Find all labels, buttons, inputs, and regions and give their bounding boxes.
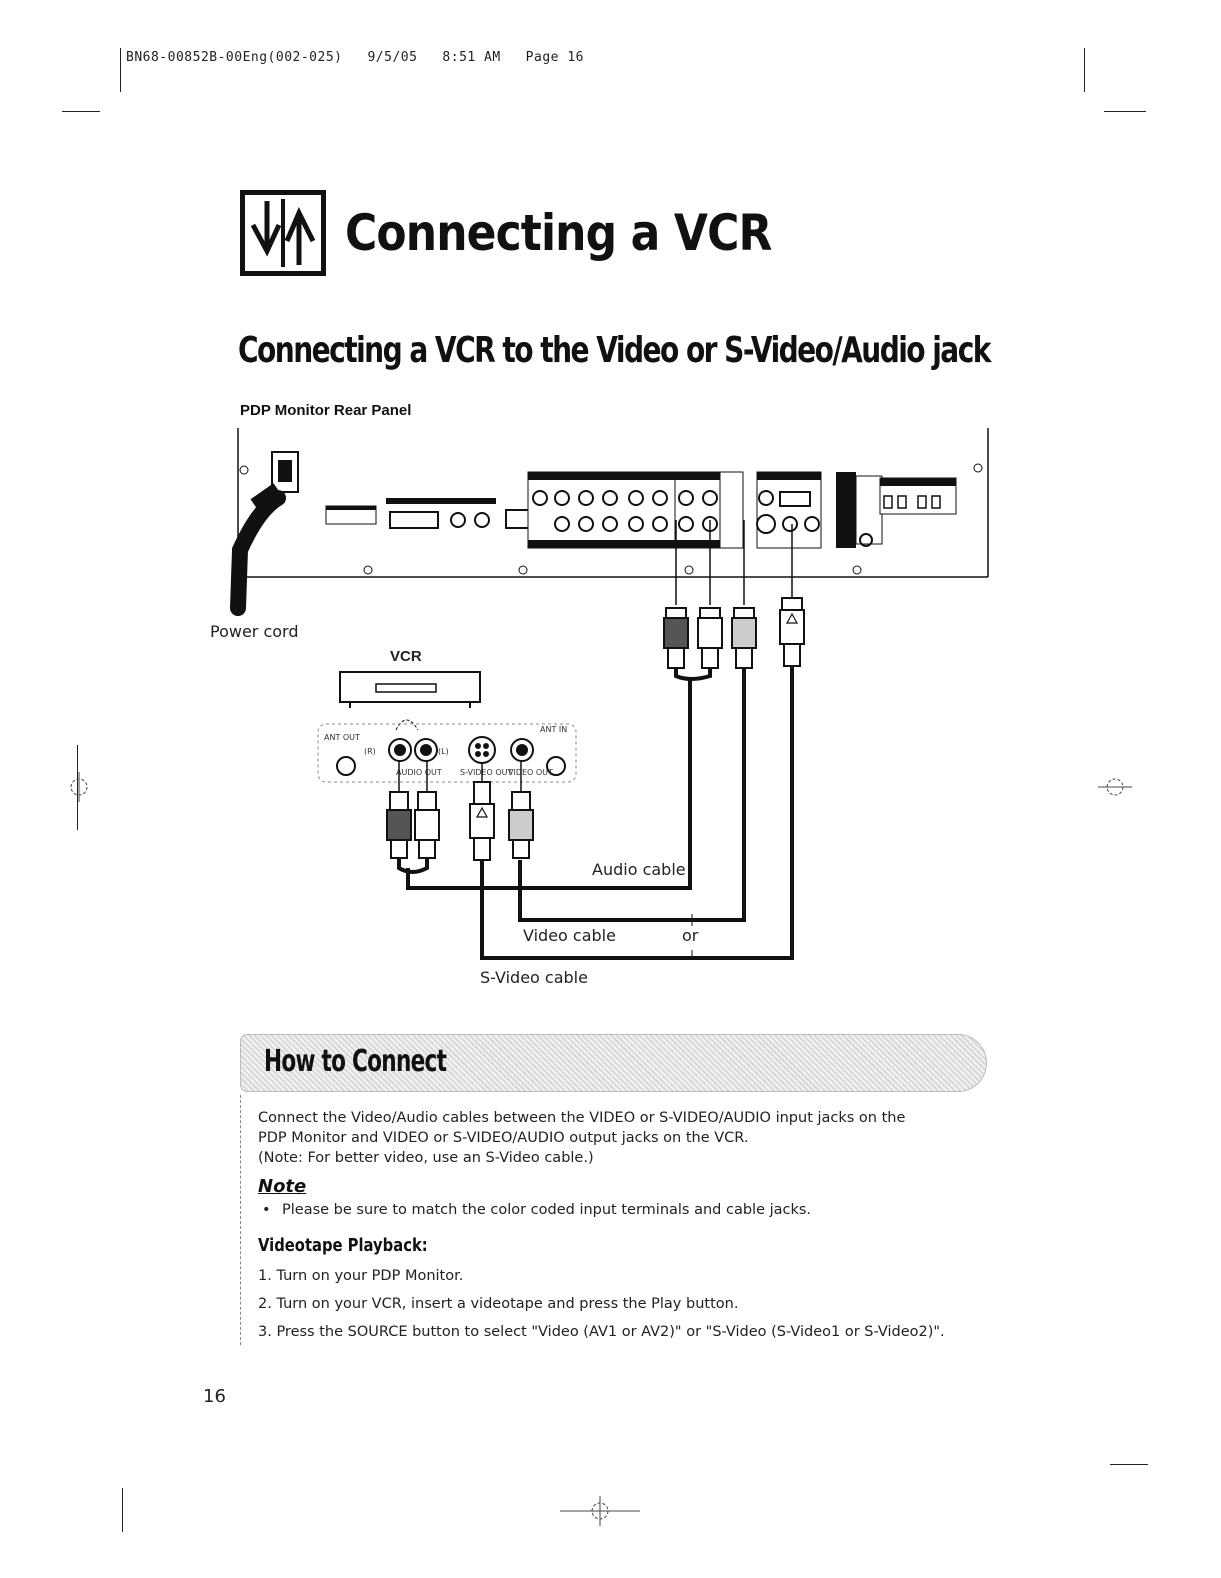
crop-mark (1084, 48, 1085, 92)
power-cord (230, 490, 286, 616)
svideo-cable-label: S-Video cable (480, 968, 588, 987)
rca-plug-video (731, 607, 757, 669)
bullet-icon: • (262, 1202, 271, 1218)
audio-cable-label: Audio cable (592, 860, 686, 879)
playback-heading: Videotape Playback: (258, 1235, 428, 1256)
section-rule (240, 1095, 241, 1345)
panel-label: PDP Monitor Rear Panel (240, 402, 412, 419)
vcr-rca-plug-r (386, 791, 412, 859)
rca-plug-audio-left (663, 607, 689, 669)
print-header: BN68-00852B-00Eng(002-025) 9/5/05 8:51 A… (126, 50, 584, 65)
crop-mark (122, 1488, 123, 1532)
rca-plug-audio-right (697, 607, 723, 669)
vcr-svideo-out-label: S-VIDEO OUT (460, 768, 513, 777)
how-to-connect-title: How to Connect (264, 1044, 447, 1079)
registration-mark-icon (560, 1496, 640, 1526)
or-label: or (682, 926, 699, 945)
page-title: Connecting a VCR (345, 204, 772, 262)
crop-mark (120, 48, 121, 92)
how-to-connect-banner (240, 1034, 987, 1092)
cable-routes (406, 666, 794, 960)
rear-panel (237, 428, 989, 578)
vcr-rca-plug-video (508, 791, 534, 859)
playback-step: 2. Turn on your VCR, insert a videotape … (258, 1296, 739, 1312)
instruction-line: PDP Monitor and VIDEO or S-VIDEO/AUDIO o… (258, 1130, 749, 1146)
vcr-audio-out-label: AUDIO OUT (396, 768, 442, 777)
power-cord-label: Power cord (210, 622, 299, 641)
note-item: Please be sure to match the color coded … (282, 1202, 812, 1218)
vcr-ant-in-label: ANT IN (540, 725, 567, 734)
crop-mark (1110, 1464, 1148, 1465)
section-title: Connecting a VCR to the Video or S-Video… (238, 330, 991, 371)
registration-mark-icon (70, 772, 88, 802)
note-heading: Note (258, 1176, 307, 1197)
panel-cables (675, 520, 793, 605)
crop-mark (1104, 111, 1146, 112)
crop-mark (77, 745, 78, 830)
page-number: 16 (203, 1386, 226, 1407)
video-cable-label: Video cable (523, 926, 616, 945)
vcr-label: VCR (390, 648, 422, 665)
playback-step: 1. Turn on your PDP Monitor. (258, 1268, 464, 1284)
vcr-audio-l-label: (L) (438, 747, 449, 756)
connection-arrows-icon (240, 190, 326, 276)
vcr-ant-out-label: ANT OUT (324, 733, 360, 742)
crop-mark (62, 111, 100, 112)
connection-diagram: ANT OUT (R) (L) AUDIO OUT S-VIDEO OUT VI… (230, 428, 989, 960)
vcr-audio-r-label: (R) (364, 747, 376, 756)
vcr-device (339, 671, 481, 731)
registration-mark-icon (1098, 778, 1132, 796)
svideo-plug (779, 597, 805, 667)
vcr-video-out-label: VIDEO OUT (508, 768, 553, 777)
vcr-jack-panel: ANT OUT (R) (L) AUDIO OUT S-VIDEO OUT VI… (317, 723, 577, 783)
playback-step: 3. Press the SOURCE button to select "Vi… (258, 1324, 945, 1340)
instruction-line: Connect the Video/Audio cables between t… (258, 1110, 906, 1126)
vcr-rca-plug-l (414, 791, 440, 859)
instruction-line: (Note: For better video, use an S-Video … (258, 1150, 594, 1166)
vcr-svideo-plug (469, 781, 495, 861)
